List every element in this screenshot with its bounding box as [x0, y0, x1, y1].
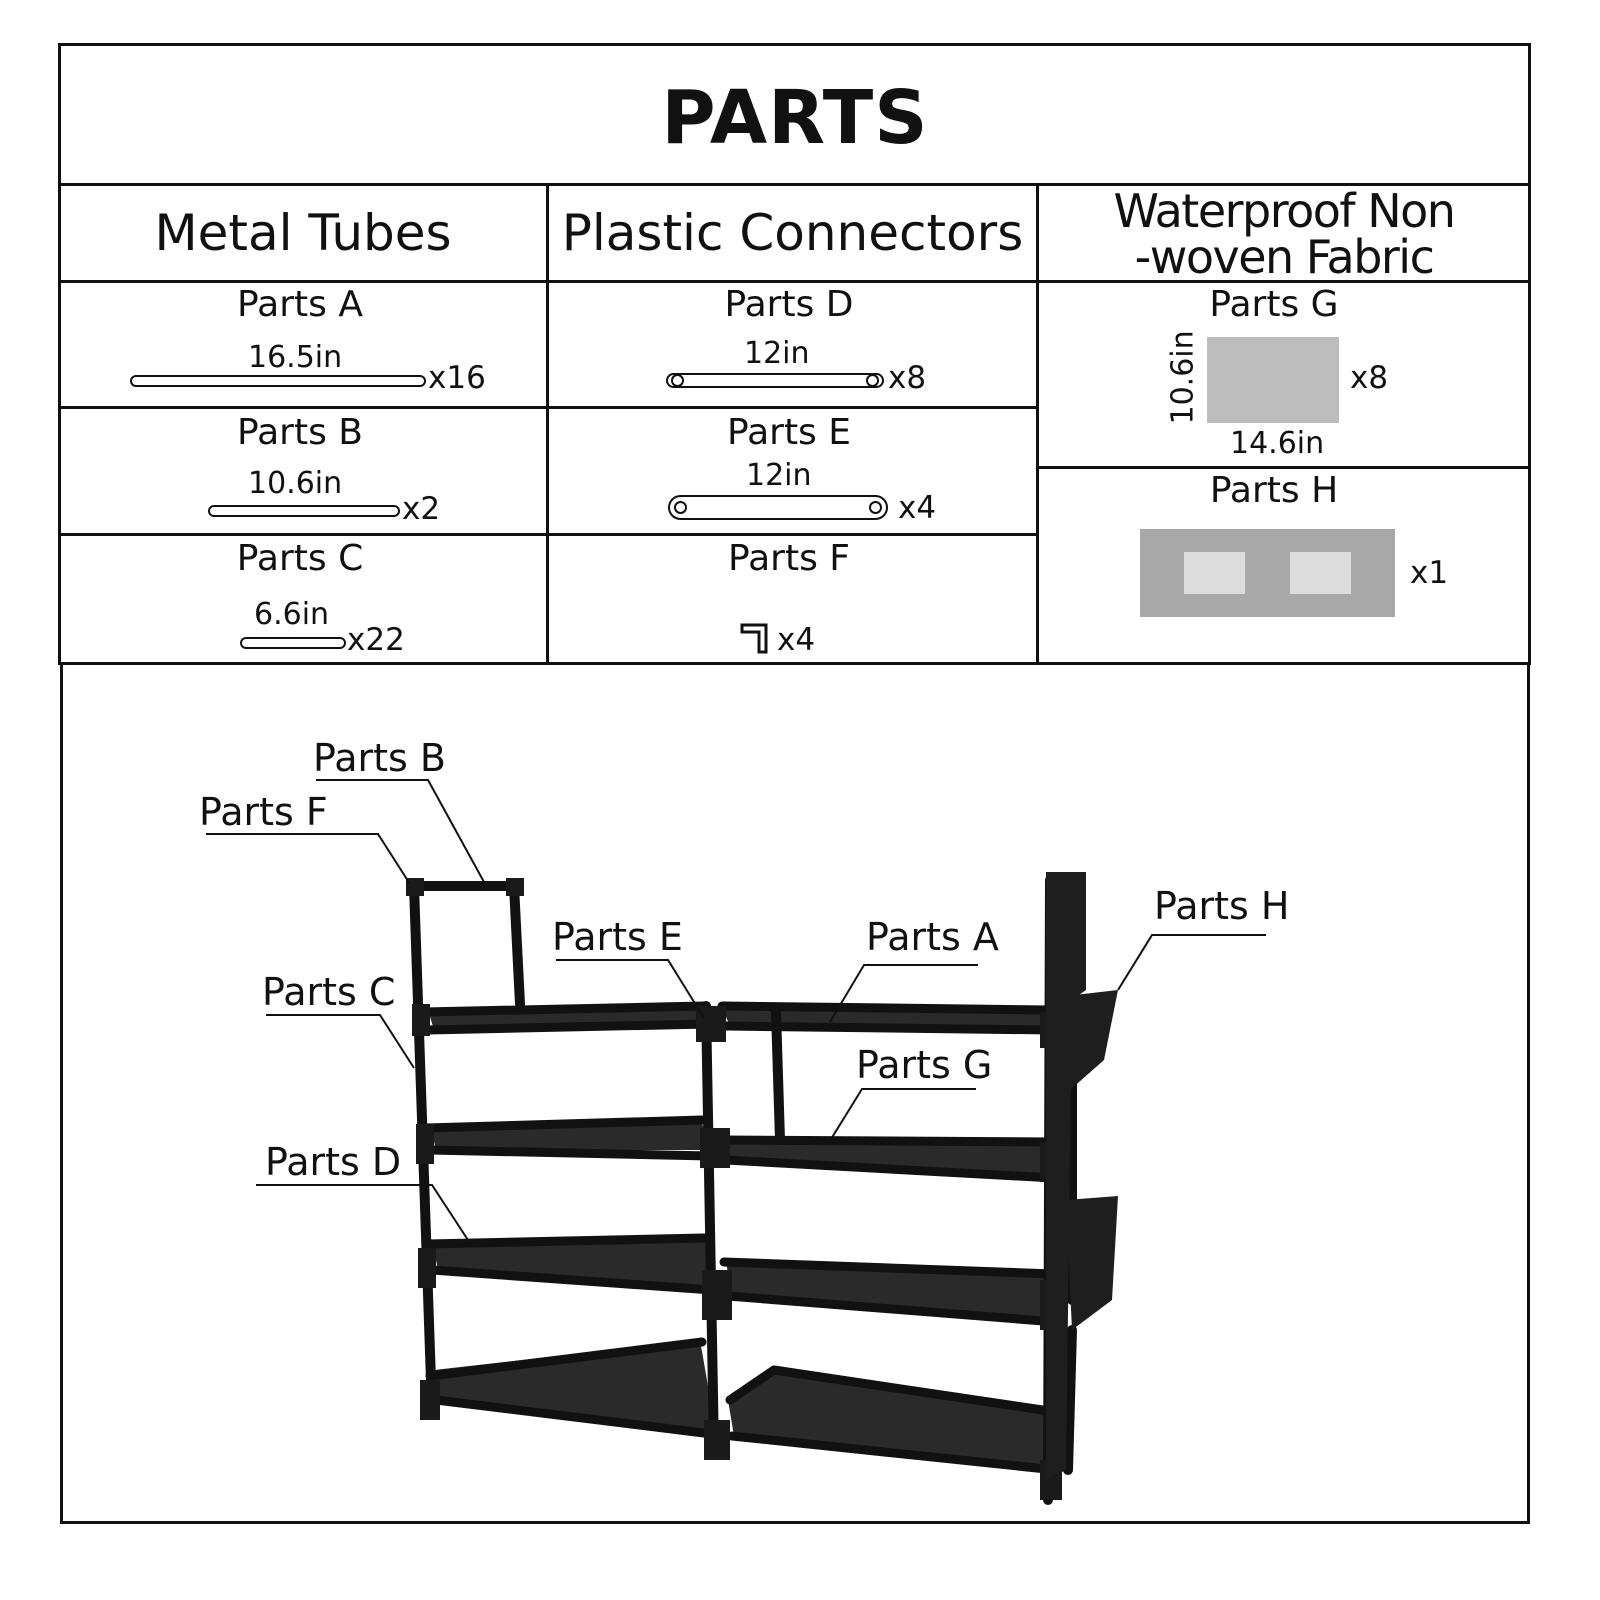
corner-connector-icon [740, 623, 768, 654]
parts-g-quantity: x8 [1350, 360, 1389, 396]
callout-parts-c: Parts C [262, 970, 396, 1014]
page-title: PARTS [661, 75, 929, 161]
parts-f-label: Parts F [728, 538, 850, 579]
parts-d-length: 12in [744, 336, 810, 371]
pocket-icon [1184, 552, 1245, 594]
parts-b-tube-icon [208, 505, 400, 517]
assembly-frame [60, 662, 1530, 1524]
connector [700, 1128, 730, 1168]
header-fabric-line2: -woven Fabric [1134, 230, 1435, 284]
connector [506, 878, 524, 896]
parts-c-length: 6.6in [254, 597, 330, 632]
callout-parts-d: Parts D [265, 1140, 402, 1184]
parts-e-quantity: x4 [898, 490, 937, 526]
callout-parts-a: Parts A [866, 915, 999, 959]
parts-f-quantity: x4 [777, 622, 816, 658]
pocket-icon [1290, 552, 1351, 594]
divider [1038, 466, 1531, 469]
parts-c-label: Parts C [236, 538, 364, 579]
shelf-panel [724, 1138, 1052, 1178]
callout-parts-e: Parts E [552, 915, 683, 959]
callout-parts-b: Parts B [313, 736, 446, 780]
fabric-panel-icon [1207, 337, 1339, 423]
header-plastic-connectors: Plastic Connectors [561, 204, 1024, 262]
divider [58, 183, 1531, 186]
hole-icon [674, 501, 687, 514]
parts-a-length: 16.5in [248, 340, 343, 375]
shelf-panel [726, 1262, 1054, 1320]
parts-c-tube-icon [240, 637, 346, 649]
parts-d-quantity: x8 [888, 360, 927, 396]
organizer-pocket [1066, 1196, 1118, 1330]
side-organizer-icon [1140, 529, 1395, 617]
organizer-pocket [1066, 990, 1118, 1090]
side-organizer [1046, 872, 1118, 1480]
parts-e-connector-icon [668, 495, 888, 520]
hole-icon [671, 374, 684, 387]
divider [546, 183, 549, 665]
parts-a-label: Parts A [237, 284, 363, 325]
header-fabric-line1: Waterproof Non [1113, 184, 1456, 238]
parts-g-width: 14.6in [1230, 426, 1325, 461]
parts-b-length: 10.6in [248, 466, 343, 501]
shelf-panel [728, 1368, 1056, 1470]
parts-g-label: Parts G [1209, 284, 1339, 325]
parts-h-quantity: x1 [1410, 555, 1449, 591]
parts-b-quantity: x2 [402, 491, 441, 527]
callout-parts-g: Parts G [856, 1043, 993, 1087]
hole-icon [866, 374, 879, 387]
parts-b-label: Parts B [237, 412, 363, 453]
connector [702, 1270, 732, 1320]
header-metal-tubes: Metal Tubes [154, 204, 452, 262]
parts-d-label: Parts D [724, 284, 854, 325]
connector [420, 1380, 440, 1420]
callout-lines [206, 779, 1266, 1241]
parts-e-label: Parts E [726, 412, 851, 453]
parts-a-tube-icon [130, 375, 426, 387]
callout-parts-h: Parts H [1154, 884, 1290, 928]
organizer-fabric [1046, 872, 1086, 1480]
connector [418, 1248, 436, 1288]
divider [1036, 183, 1039, 665]
parts-c-quantity: x22 [347, 622, 405, 658]
connector [406, 878, 424, 896]
connector [704, 1420, 730, 1460]
parts-a-quantity: x16 [428, 360, 486, 396]
parts-e-length: 12in [746, 458, 812, 493]
hole-icon [869, 501, 882, 514]
connector [416, 1124, 434, 1164]
parts-d-connector-icon [666, 373, 884, 388]
callout-parts-f: Parts F [199, 790, 328, 834]
parts-h-label: Parts H [1209, 470, 1339, 511]
connector [412, 1004, 430, 1036]
divider [58, 280, 1531, 283]
